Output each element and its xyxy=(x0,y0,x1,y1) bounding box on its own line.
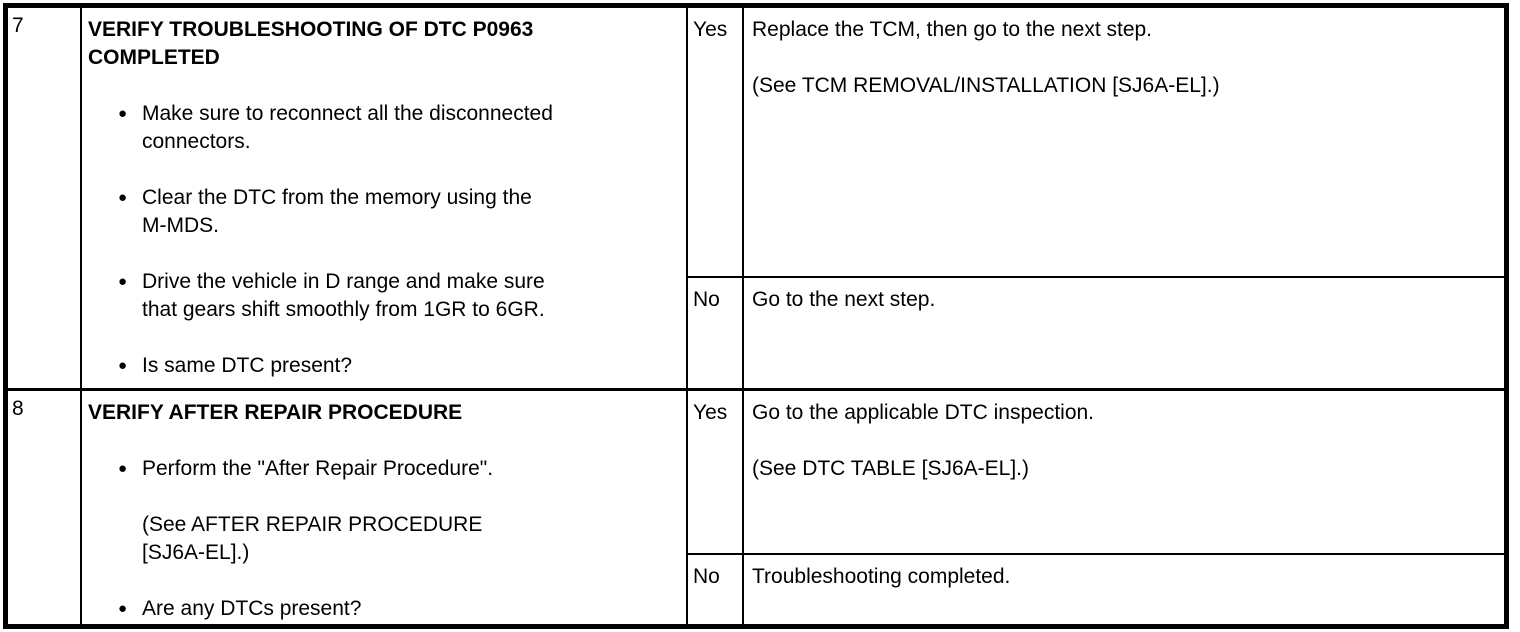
bullet-icon: ● xyxy=(118,600,128,617)
outcome-row-yes: Yes Go to the applicable DTC inspection.… xyxy=(688,391,1504,553)
answer-label: No xyxy=(693,565,720,588)
outcome-row-no: No Troubleshooting completed. xyxy=(688,553,1504,624)
action-cell: VERIFY AFTER REPAIR PROCEDURE ● Perform … xyxy=(82,391,688,624)
bullet-icon: ● xyxy=(118,357,128,374)
outcomes-column: Yes Go to the applicable DTC inspection.… xyxy=(688,391,1504,624)
step-row-7: 7 VERIFY TROUBLESHOOTING OF DTC P0963 CO… xyxy=(8,8,1504,391)
list-item: ● Make sure to reconnect all the disconn… xyxy=(88,100,678,156)
bullet-icon: ● xyxy=(118,273,128,290)
bullet-text: Drive the vehicle in D range and make su… xyxy=(142,270,545,321)
outcome-row-no: No Go to the next step. xyxy=(688,276,1504,388)
bullet-text: Is same DTC present? xyxy=(142,354,353,377)
result-cell: Go to the next step. xyxy=(752,288,936,311)
outcome-row-yes: Yes Replace the TCM, then go to the next… xyxy=(688,8,1504,276)
step-row-8: 8 VERIFY AFTER REPAIR PROCEDURE ● Perfor… xyxy=(8,391,1504,624)
bullet-text: Perform the "After Repair Procedure". (S… xyxy=(142,457,494,564)
answer-cell: Yes xyxy=(688,391,744,553)
bullet-icon: ● xyxy=(118,460,128,477)
bullet-text: Make sure to reconnect all the disconnec… xyxy=(142,102,553,153)
troubleshooting-table: 7 VERIFY TROUBLESHOOTING OF DTC P0963 CO… xyxy=(3,3,1509,629)
list-item: ● Is same DTC present? xyxy=(88,352,678,380)
bullet-icon: ● xyxy=(118,105,128,122)
answer-label: No xyxy=(693,288,720,311)
answer-label: Yes xyxy=(693,18,728,41)
list-item: ● Perform the "After Repair Procedure". … xyxy=(88,455,678,567)
result-cell: Troubleshooting completed. xyxy=(752,565,1011,588)
bullet-icon: ● xyxy=(118,189,128,206)
action-title: VERIFY TROUBLESHOOTING OF DTC P0963 COMP… xyxy=(88,18,534,69)
answer-cell: No xyxy=(688,278,744,388)
bullet-text: Clear the DTC from the memory using the … xyxy=(142,186,532,237)
outcomes-column: Yes Replace the TCM, then go to the next… xyxy=(688,8,1504,388)
action-title: VERIFY AFTER REPAIR PROCEDURE xyxy=(88,401,463,424)
list-item: ● Drive the vehicle in D range and make … xyxy=(88,268,678,324)
step-number-cell: 7 xyxy=(8,8,82,388)
action-cell: VERIFY TROUBLESHOOTING OF DTC P0963 COMP… xyxy=(82,8,688,388)
answer-label: Yes xyxy=(693,401,728,424)
list-item: ● Clear the DTC from the memory using th… xyxy=(88,184,678,240)
step-number: 7 xyxy=(12,14,24,37)
answer-cell: Yes xyxy=(688,8,744,276)
bullet-text: Are any DTCs present? xyxy=(142,597,362,620)
result-cell: Replace the TCM, then go to the next ste… xyxy=(752,18,1220,97)
step-number-cell: 8 xyxy=(8,391,82,624)
step-number: 8 xyxy=(12,397,24,420)
answer-cell: No xyxy=(688,555,744,624)
list-item: ● Are any DTCs present? xyxy=(88,595,678,623)
result-cell: Go to the applicable DTC inspection. (Se… xyxy=(752,401,1095,480)
